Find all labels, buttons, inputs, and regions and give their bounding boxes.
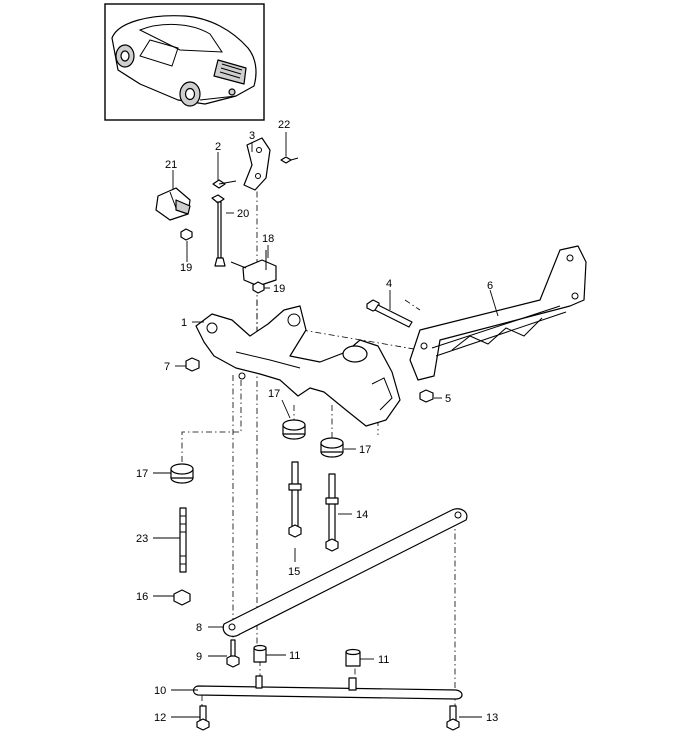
callout-8: 8 (196, 622, 202, 634)
part-20-link-rod (211, 194, 226, 267)
callout-21: 21 (165, 159, 177, 171)
part-11-sleeve-a (253, 644, 267, 663)
callout-11a: 11 (289, 650, 300, 662)
part-12-bolt (196, 705, 210, 731)
part-16-nut (173, 589, 191, 606)
vehicle-inset (104, 3, 265, 121)
callout-15: 15 (288, 566, 300, 578)
callout-5: 5 (445, 393, 451, 405)
part-5-nut (419, 389, 434, 403)
part-17-bushing-b (320, 437, 344, 458)
part-11-sleeve-b (345, 648, 361, 667)
callout-22: 22 (278, 119, 290, 131)
part-1-subframe (195, 305, 401, 427)
callout-10: 10 (154, 685, 166, 697)
part-6-cross-member (409, 245, 587, 381)
callout-3: 3 (249, 130, 255, 142)
part-14-stud (325, 473, 339, 552)
part-3-bracket (243, 137, 271, 191)
callout-17b: 17 (359, 444, 371, 456)
callout-2: 2 (215, 141, 221, 153)
part-23-stud (179, 507, 187, 573)
callout-14: 14 (356, 509, 368, 521)
part-21-sensor (155, 187, 191, 221)
part-15-stud (288, 461, 302, 538)
part-2-bolt (212, 179, 237, 189)
callout-11b: 11 (378, 654, 389, 666)
callout-labels: 1 2 3 4 5 6 7 8 9 10 11 11 12 13 14 15 1… (136, 119, 498, 724)
leader-lines (153, 132, 499, 718)
callout-19a: 19 (180, 262, 192, 274)
callout-19b: 19 (273, 283, 285, 295)
part-7-nut (185, 357, 200, 372)
callout-13: 13 (486, 712, 498, 724)
car-illustration (111, 15, 257, 107)
callout-23: 23 (136, 533, 148, 545)
part-10-strut-bar (192, 675, 463, 700)
part-13-bolt (446, 705, 460, 731)
callout-12: 12 (154, 712, 166, 724)
part-8-strut-bar (222, 508, 468, 637)
callout-20: 20 (237, 208, 249, 220)
callout-17c: 17 (136, 468, 148, 480)
callout-1: 1 (181, 317, 187, 329)
part-22-bolt (280, 156, 299, 164)
part-4-bolt (366, 299, 413, 328)
callout-9: 9 (196, 651, 202, 663)
callout-16: 16 (136, 591, 148, 603)
part-19-nut-lower (252, 281, 265, 294)
part-9-bolt (226, 639, 240, 668)
part-18-bracket (230, 250, 277, 287)
callout-17a: 17 (268, 388, 280, 400)
callout-18: 18 (262, 233, 274, 245)
part-17-bushing-a (282, 419, 306, 440)
part-17-bushing-c (170, 463, 194, 484)
callout-6: 6 (487, 280, 493, 292)
callout-4: 4 (386, 278, 392, 290)
part-19-nut-upper (180, 228, 193, 241)
callout-7: 7 (164, 361, 170, 373)
